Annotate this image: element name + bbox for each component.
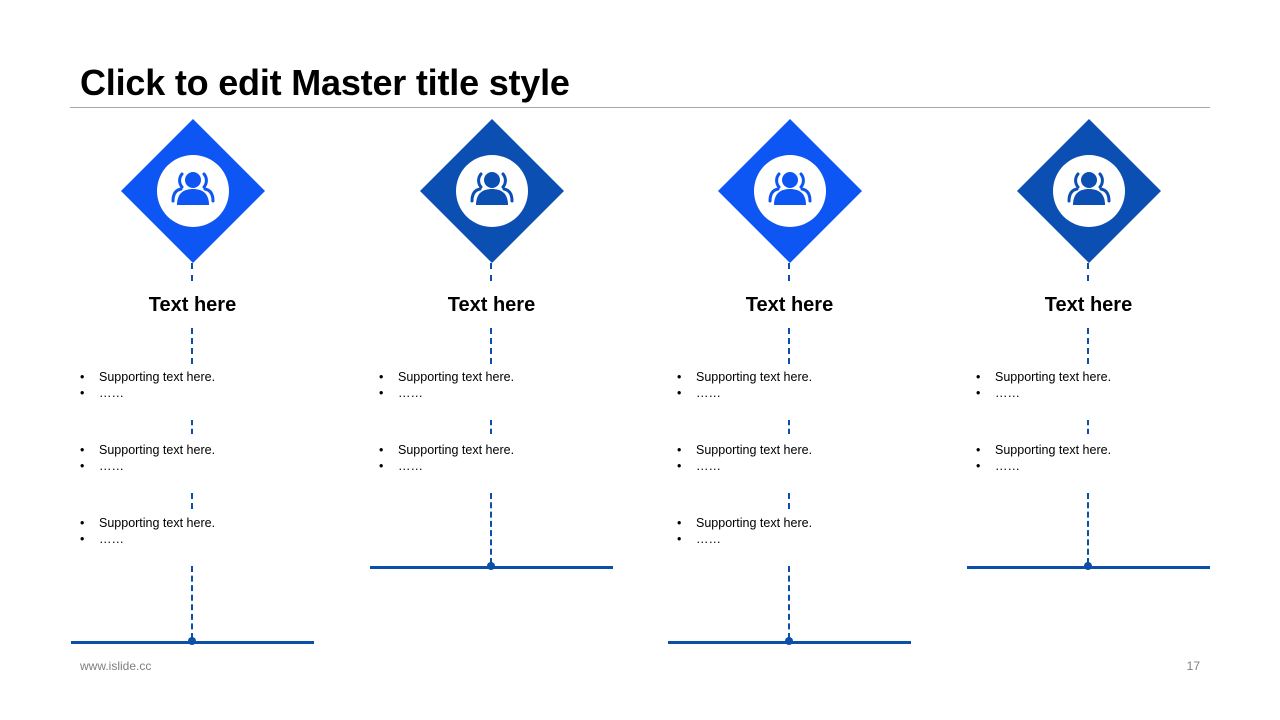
footer-url: www.islide.cc [80, 659, 152, 673]
timeline-column-3: Text here Supporting text here. …… Suppo… [668, 0, 911, 720]
timeline-baseline [967, 566, 1210, 569]
title-divider [70, 107, 1210, 108]
diamond-badge [120, 119, 265, 263]
connector-line [788, 328, 790, 364]
bullet-item: Supporting text here. [80, 442, 215, 458]
bullet-item: …… [976, 385, 1111, 401]
bullet-item: Supporting text here. [976, 369, 1111, 385]
bullet-item: Supporting text here. [677, 369, 812, 385]
diamond-badge [1016, 119, 1161, 263]
bullet-item: Supporting text here. [379, 442, 514, 458]
connector-line [191, 566, 193, 639]
users-icon [171, 172, 214, 205]
bullet-item: …… [677, 458, 812, 474]
connector-line [490, 493, 492, 564]
connector-line [191, 493, 193, 509]
connector-line [1087, 263, 1089, 281]
users-icon [768, 172, 811, 205]
timeline-baseline [71, 641, 314, 644]
connector-line [788, 493, 790, 509]
connector-line [191, 420, 193, 434]
connector-line [1087, 420, 1089, 434]
bullet-item: …… [80, 385, 215, 401]
bullet-group: Supporting text here. …… [80, 515, 215, 547]
bullet-item: Supporting text here. [976, 442, 1111, 458]
bullet-group: Supporting text here. …… [379, 369, 514, 401]
bullet-group: Supporting text here. …… [677, 442, 812, 474]
page-number: 17 [1186, 659, 1200, 673]
connector-line [490, 328, 492, 364]
timeline-column-2: Text here Supporting text here. …… Suppo… [370, 0, 613, 720]
connector-line [788, 420, 790, 434]
connector-line [490, 263, 492, 281]
timeline-baseline [668, 641, 911, 644]
connector-line [191, 328, 193, 364]
bullet-item: …… [80, 531, 215, 547]
connector-line [788, 263, 790, 281]
timeline-baseline [370, 566, 613, 569]
connector-line [191, 263, 193, 281]
bullet-item: Supporting text here. [379, 369, 514, 385]
bullet-group: Supporting text here. …… [80, 442, 215, 474]
column-heading[interactable]: Text here [745, 294, 834, 316]
connector-line [788, 566, 790, 639]
users-icon [1067, 172, 1110, 205]
connector-line [1087, 328, 1089, 364]
column-heading[interactable]: Text here [447, 294, 536, 316]
bullet-item: Supporting text here. [677, 442, 812, 458]
diamond-badge [717, 119, 862, 263]
bullet-item: Supporting text here. [80, 369, 215, 385]
bullet-group: Supporting text here. …… [677, 515, 812, 547]
bullet-item: …… [379, 385, 514, 401]
bullet-item: Supporting text here. [80, 515, 215, 531]
bullet-group: Supporting text here. …… [379, 442, 514, 474]
column-heading[interactable]: Text here [148, 294, 237, 316]
timeline-column-1: Text here Supporting text here. …… Suppo… [71, 0, 314, 720]
bullet-group: Supporting text here. …… [677, 369, 812, 401]
bullet-item: …… [379, 458, 514, 474]
slide-title[interactable]: Click to edit Master title style [80, 62, 570, 103]
bullet-item: …… [976, 458, 1111, 474]
users-icon [470, 172, 513, 205]
bullet-group: Supporting text here. …… [976, 442, 1111, 474]
bullet-item: …… [80, 458, 215, 474]
bullet-item: Supporting text here. [677, 515, 812, 531]
column-heading[interactable]: Text here [1044, 294, 1133, 316]
timeline-column-4: Text here Supporting text here. …… Suppo… [967, 0, 1210, 720]
bullet-item: …… [677, 531, 812, 547]
connector-line [1087, 493, 1089, 564]
diamond-badge [419, 119, 564, 263]
bullet-item: …… [677, 385, 812, 401]
connector-line [490, 420, 492, 434]
bullet-group: Supporting text here. …… [976, 369, 1111, 401]
bullet-group: Supporting text here. …… [80, 369, 215, 401]
